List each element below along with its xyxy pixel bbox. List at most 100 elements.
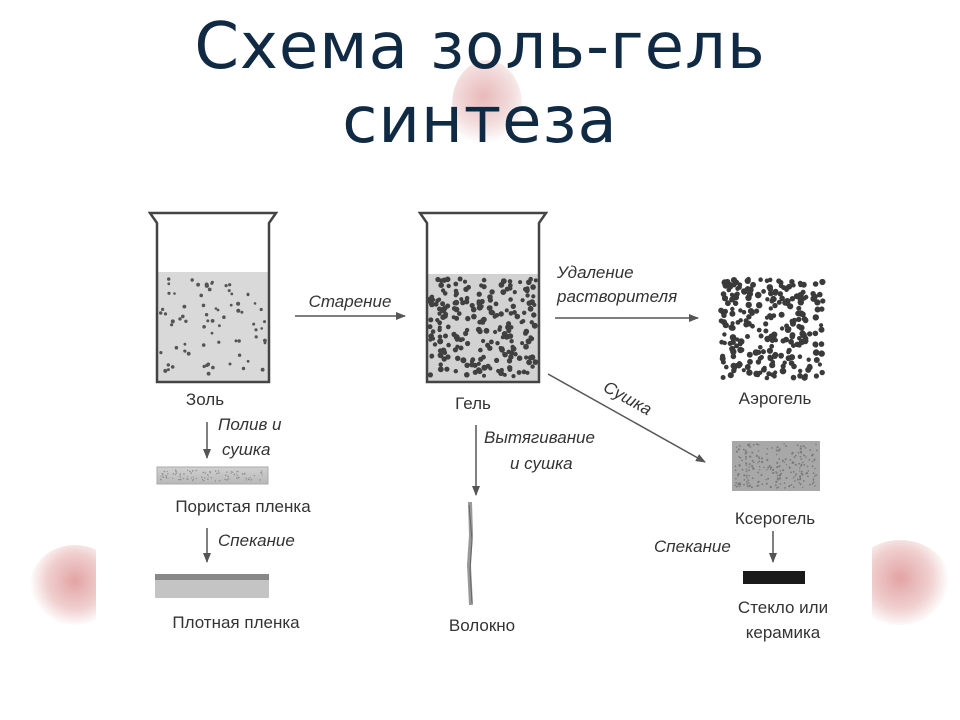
gel-particle — [511, 374, 516, 379]
aerogel-particle — [812, 349, 820, 356]
sol-particle — [230, 292, 234, 296]
gel-particle — [430, 297, 436, 303]
gel-particle — [476, 361, 481, 366]
xerogel-grain — [783, 461, 786, 463]
xerogel-grain — [795, 455, 797, 457]
aerogel-particle — [790, 374, 797, 381]
xerogel-grain — [745, 462, 748, 465]
film-grain — [160, 475, 162, 477]
gel-particle — [460, 357, 467, 364]
sol-particle — [167, 277, 171, 281]
gel-particle — [442, 305, 448, 311]
xerogel-grain — [781, 459, 784, 462]
xerogel-grain — [742, 448, 745, 451]
xerogel-grain — [799, 470, 801, 472]
xerogel-grain — [801, 486, 804, 488]
aerogel-particle — [766, 347, 774, 354]
film-grain — [175, 472, 177, 474]
gel-particle — [507, 333, 514, 339]
sol-particle — [163, 312, 168, 316]
sol-particle — [173, 292, 176, 295]
gel-particle — [429, 301, 435, 308]
film-grain — [163, 470, 166, 473]
aerogel-particle — [791, 317, 798, 323]
gel-particle — [459, 297, 464, 302]
sol-particle — [159, 351, 163, 355]
sol-particle — [246, 359, 250, 363]
xerogel-grain — [766, 469, 768, 471]
film-grain — [227, 477, 230, 480]
xerogel-grain — [735, 482, 737, 484]
xerogel-grain — [744, 449, 747, 452]
xerogel-grain — [799, 445, 802, 448]
gel-particle — [469, 302, 475, 309]
aerogel-particle — [758, 277, 763, 283]
xerogel-grain — [760, 457, 764, 460]
aerogel-particle — [758, 333, 764, 339]
gel-particle — [501, 331, 508, 337]
xerogel-grain — [798, 462, 800, 465]
aerogel-particle — [737, 338, 745, 345]
xerogel-grain — [767, 466, 770, 469]
sol-particle — [229, 303, 233, 307]
xerogel-grain — [745, 474, 748, 477]
gel-particle — [525, 370, 530, 375]
film-grain — [165, 475, 168, 477]
gel-particle — [512, 290, 517, 295]
xerogel-grain — [793, 486, 795, 488]
film-grain — [233, 473, 235, 476]
xerogel-grain — [751, 459, 754, 462]
xerogel-grain — [784, 445, 787, 447]
gel-particle — [457, 311, 462, 316]
xerogel-grain — [749, 443, 751, 445]
film-grain — [245, 477, 247, 480]
gel-particle — [435, 298, 440, 303]
xerogel-grain — [758, 465, 761, 468]
sol-particle — [263, 338, 267, 343]
xerogel-grain — [792, 471, 795, 473]
drawing-label-line2: и сушка — [510, 454, 573, 473]
gel-particle — [437, 352, 444, 359]
gel-particle — [430, 329, 436, 334]
gel-particle — [525, 293, 530, 298]
aerogel-particle — [817, 291, 823, 298]
aerogel-particle — [773, 338, 778, 343]
aerogel-particle — [812, 281, 819, 287]
gel-particle — [502, 372, 507, 377]
gel-particle — [453, 369, 458, 374]
gel-particle — [453, 281, 459, 287]
xerogel-grain — [741, 468, 744, 471]
gel-particle — [478, 347, 483, 353]
xerogel-grain — [812, 479, 814, 481]
gel-particle — [497, 327, 502, 332]
gel-particle — [531, 322, 538, 329]
gel-particle — [514, 313, 521, 320]
aerogel-particle — [730, 306, 735, 312]
aerogel-particle — [788, 338, 794, 345]
sol-particle — [183, 349, 187, 353]
aerogel-particle — [766, 284, 773, 291]
film-grain — [159, 478, 162, 481]
gel-particle — [499, 367, 504, 373]
xerogel-grain — [770, 466, 773, 469]
gel-particle — [445, 324, 451, 330]
film-grain — [178, 478, 180, 481]
xerogel-grain — [801, 470, 803, 473]
gel-particle — [531, 294, 536, 299]
xerogel-grain — [776, 461, 779, 464]
xerogel-grain — [783, 443, 785, 445]
gel-particle — [479, 283, 484, 288]
xerogel-grain — [745, 464, 748, 467]
sol-particle — [210, 319, 215, 323]
gel-particle — [485, 363, 491, 369]
gel-particle — [470, 306, 477, 313]
xerogel-grain — [761, 483, 764, 485]
film-grain — [230, 471, 233, 473]
gel-particle — [496, 368, 501, 374]
aerogel-particle — [801, 374, 808, 381]
xerogel-grain — [800, 458, 803, 460]
aerogel-particle — [739, 347, 745, 353]
xerogel-grain — [752, 467, 755, 470]
aerogel-particle — [795, 310, 801, 317]
aerogel-particle — [777, 291, 783, 297]
